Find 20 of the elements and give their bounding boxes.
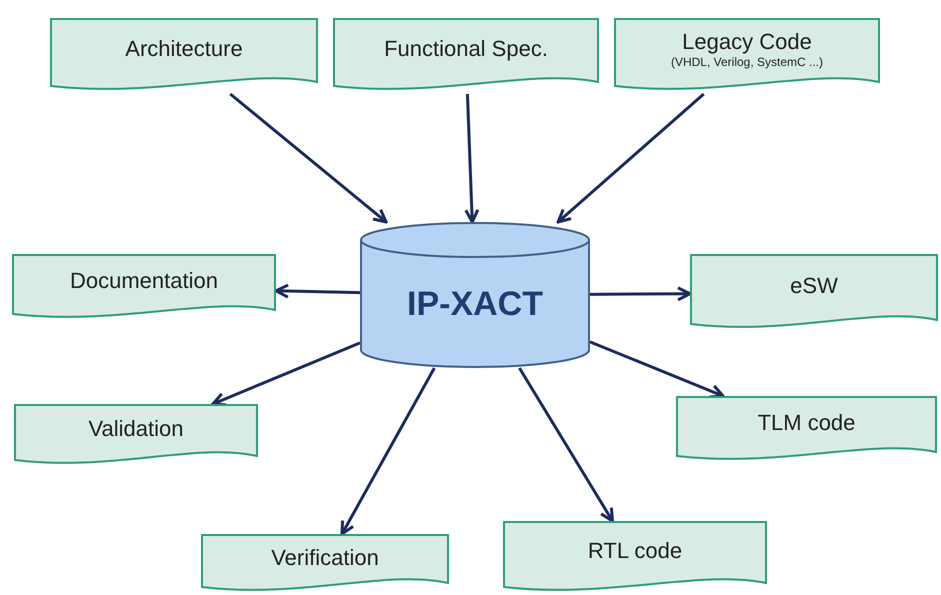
arrow	[518, 367, 614, 522]
arrow	[211, 341, 361, 406]
document-title: Documentation	[70, 267, 218, 295]
document-title: RTL code	[588, 537, 682, 565]
document-title: Legacy Code	[682, 28, 812, 56]
arrow	[340, 367, 436, 536]
document-title: TLM code	[758, 409, 856, 437]
arrow	[556, 92, 705, 224]
document-title: Verification	[271, 544, 379, 572]
arrow	[590, 286, 692, 302]
document-title: Validation	[88, 415, 184, 443]
document-title: Architecture	[125, 35, 243, 63]
arrow	[464, 94, 480, 224]
arrow	[229, 92, 388, 224]
database-label: IP-XACT	[407, 284, 543, 324]
arrow	[589, 340, 724, 399]
document-subtitle: (VHDL, Verilog, SystemC ...)	[670, 55, 824, 70]
document-title: eSW	[790, 272, 838, 300]
arrow	[274, 284, 360, 299]
document-title: Functional Spec.	[384, 35, 548, 63]
